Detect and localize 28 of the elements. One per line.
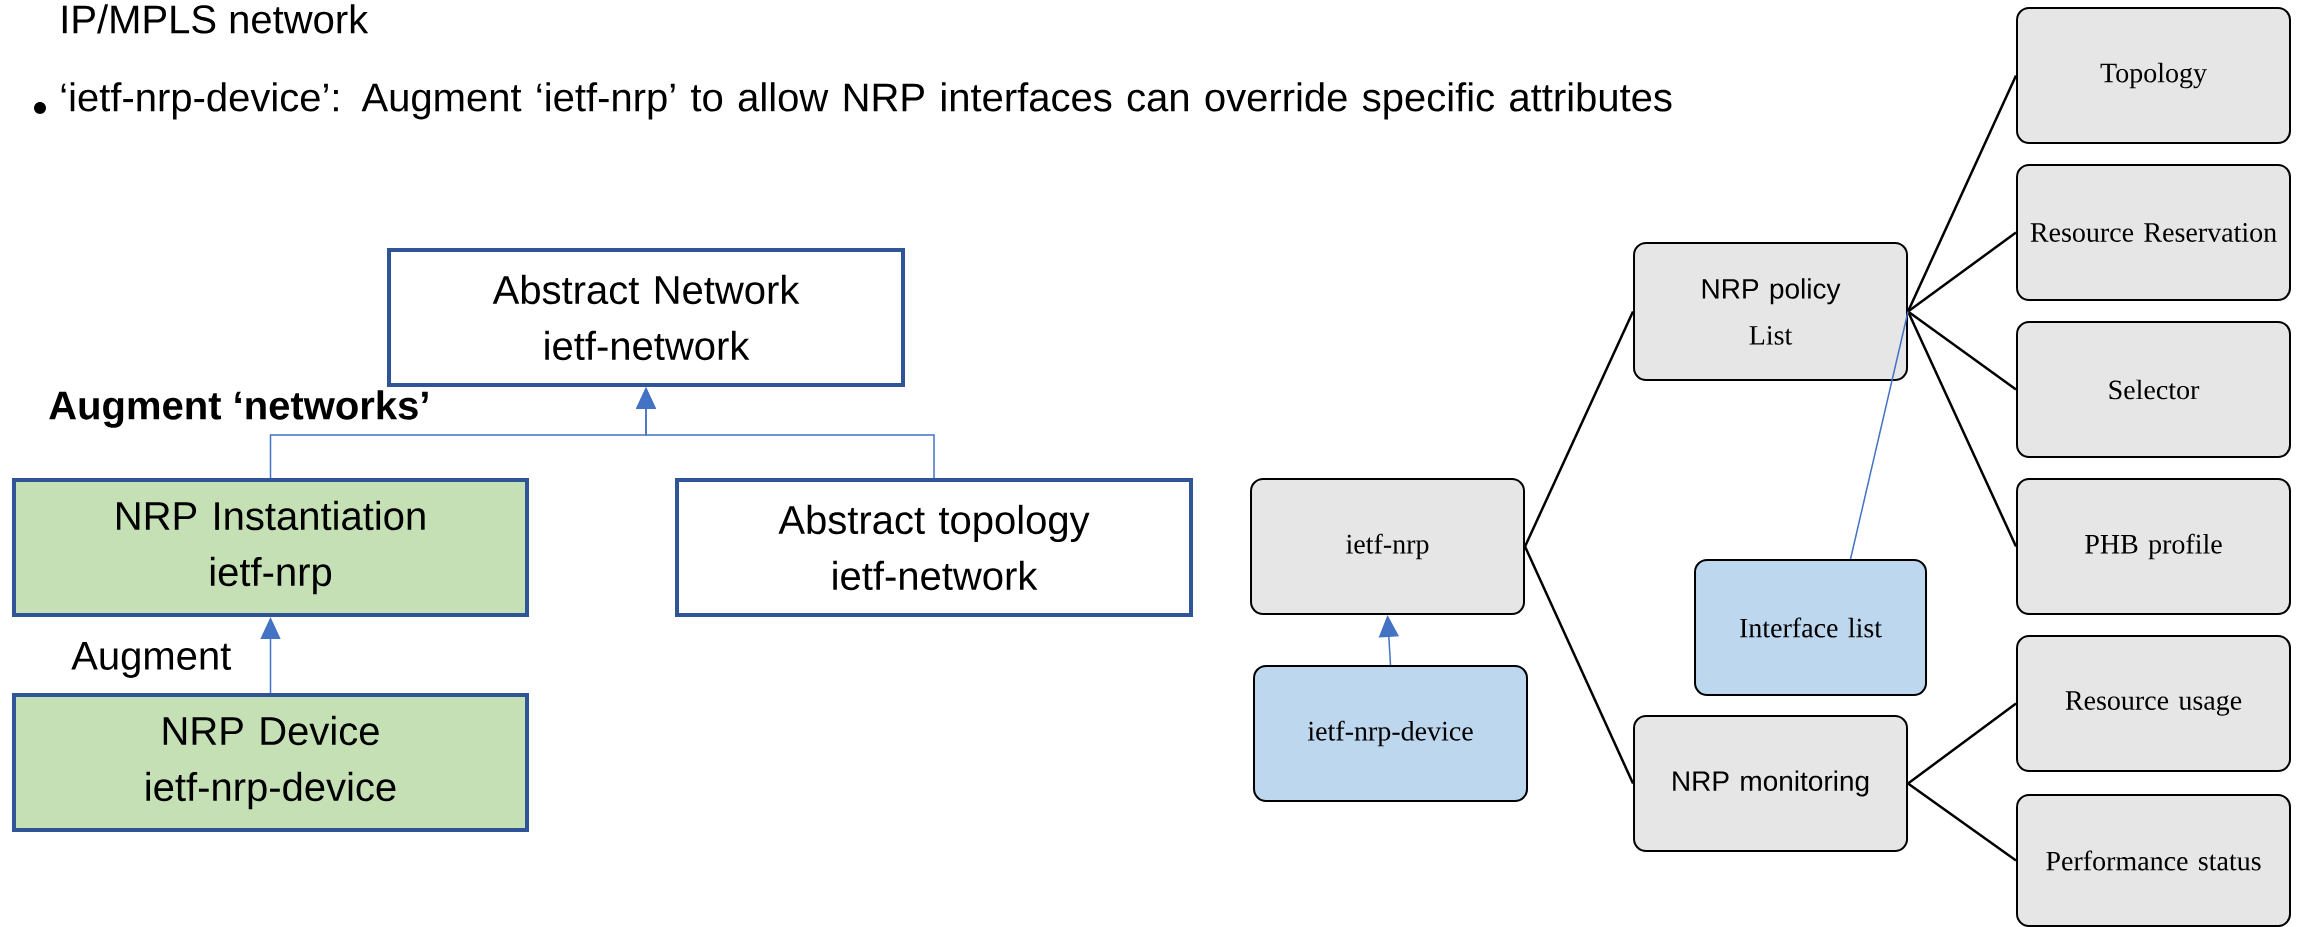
module-box: Abstract topology ietf-network bbox=[675, 478, 1193, 617]
tree-node-box: ietf-nrp-device bbox=[1253, 665, 1528, 802]
connector bbox=[1907, 702, 2017, 785]
tree-node-box: Selector bbox=[2016, 321, 2292, 458]
connector bbox=[1523, 546, 1635, 785]
tree-node-box: PHB profile bbox=[2016, 478, 2292, 615]
tree-node-box: NRP policy List bbox=[1633, 242, 1908, 381]
connector bbox=[1523, 311, 1635, 548]
tree-node-box: Interface list bbox=[1694, 559, 1927, 696]
connector bbox=[1907, 782, 2017, 862]
connector bbox=[1907, 231, 2017, 313]
tree-node-box: Resource Reservation bbox=[2016, 164, 2292, 301]
module-box: NRP Device ietf-nrp-device bbox=[12, 693, 529, 832]
tree-node-box: Resource usage bbox=[2016, 635, 2292, 772]
module-box: Abstract Network ietf-network bbox=[387, 248, 905, 387]
tree-node-box: NRP monitoring bbox=[1633, 715, 1908, 852]
module-box: NRP Instantiation ietf-nrp bbox=[12, 478, 529, 617]
connector bbox=[1907, 310, 2017, 391]
edge-label: Augment bbox=[71, 642, 231, 678]
tree-node-box: Topology bbox=[2016, 7, 2292, 144]
tree-node-box: ietf-nrp bbox=[1250, 478, 1525, 615]
bullet-text: ‘ietf-nrp-device’: Augment ‘ietf-nrp’ to allow NRP interfaces can override specific attributes bbox=[61, 82, 1672, 120]
connector bbox=[1906, 75, 2018, 313]
connector bbox=[1906, 311, 2018, 548]
tree-node-box: Performance status bbox=[2016, 794, 2292, 927]
connector bbox=[1849, 310, 1909, 560]
text-line: IP/MPLS network bbox=[62, 4, 369, 34]
edge-label: Augment ‘networks’ bbox=[49, 390, 428, 428]
